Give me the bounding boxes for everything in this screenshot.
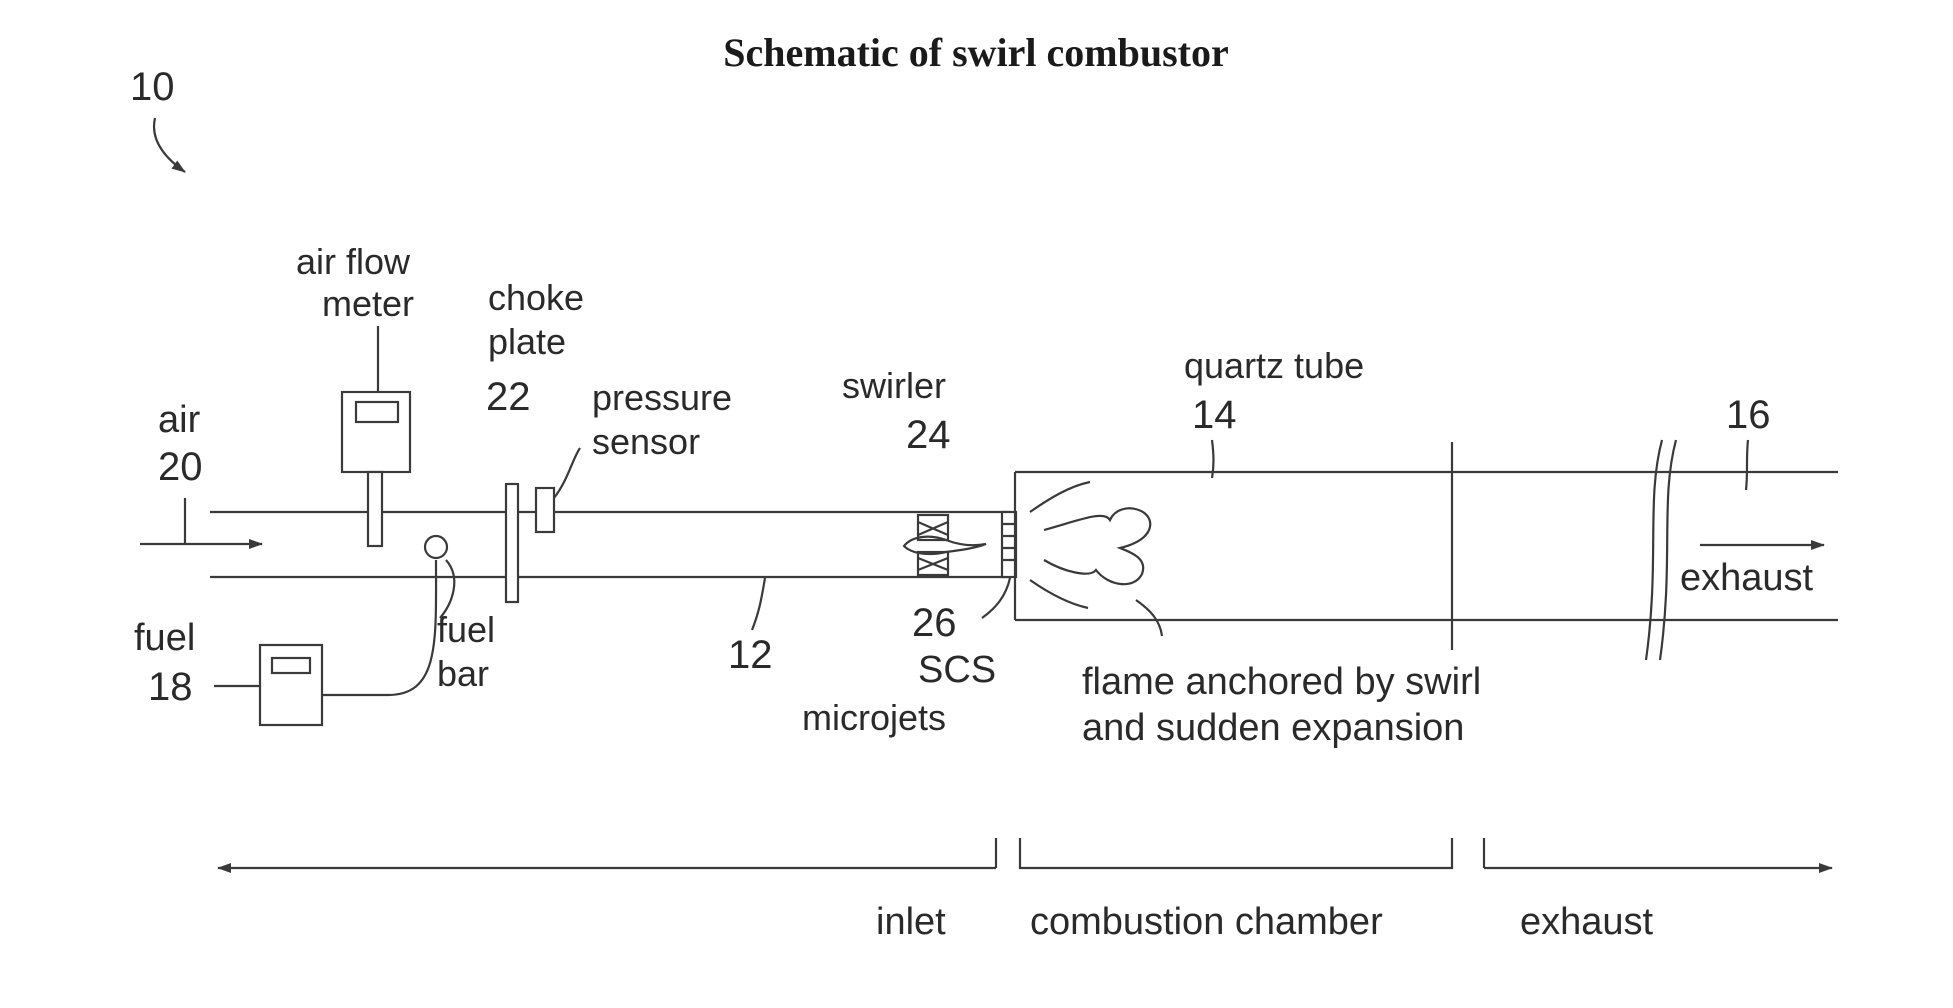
ref-26-leader — [982, 578, 1010, 618]
fuel-label: fuel — [134, 617, 195, 659]
air-flow-meter-label-line2: meter — [322, 283, 414, 324]
fuel-line — [320, 560, 436, 695]
pressure-sensor-leader — [554, 448, 580, 498]
ref-12-leader — [752, 578, 765, 630]
fuel-bar-ring — [425, 536, 447, 558]
ref-12-label: 12 — [728, 633, 773, 677]
scs-label-line1: SCS — [918, 649, 996, 691]
diagram-title: Schematic of swirl combustor — [723, 30, 1228, 75]
ref-24-label: 24 — [906, 413, 951, 457]
pressure-sensor-label-line1: pressure — [592, 377, 732, 418]
combustion-section-bracket — [1020, 838, 1452, 868]
flame-label-line1: flame anchored by swirl — [1082, 661, 1481, 703]
flame-upper-curl — [1030, 482, 1090, 512]
fuel-bar-label-line2: bar — [437, 653, 489, 694]
ref-14-label: 14 — [1192, 393, 1237, 437]
fuel-supply-display — [272, 658, 310, 673]
ref-26-label: 26 — [912, 601, 957, 645]
ref-10-arrow — [154, 118, 185, 172]
pressure-sensor — [536, 488, 554, 532]
choke-plate-label-line2: plate — [488, 321, 566, 362]
ref-10-label: 10 — [130, 65, 175, 109]
ref-14-leader — [1212, 440, 1214, 478]
air-flow-meter-stem — [368, 472, 382, 546]
flame-leader — [1136, 600, 1162, 636]
quartz-tube-label: quartz tube — [1184, 345, 1364, 386]
ref-16-leader — [1746, 440, 1748, 490]
air-label: air — [158, 399, 201, 441]
ref-18-label: 18 — [148, 665, 193, 709]
ref-20-label: 20 — [158, 445, 203, 489]
exhaust-arrow-label: exhaust — [1680, 557, 1814, 599]
inlet-section-label: inlet — [876, 901, 946, 943]
fuel-bar-label-line1: fuel — [437, 609, 495, 650]
ref-22-label: 22 — [486, 375, 531, 419]
ref-16-label: 16 — [1726, 393, 1771, 437]
swirler-hub — [904, 537, 986, 554]
swirler-label: swirler — [842, 365, 946, 406]
scs-label-line2: microjets — [802, 697, 946, 738]
flame-body — [1044, 508, 1150, 584]
flame-lower-curl — [1030, 580, 1088, 608]
choke-plate-label-line1: choke — [488, 277, 584, 318]
flame-label-line2: and sudden expansion — [1082, 707, 1464, 749]
exhaust-section-label: exhaust — [1520, 901, 1654, 943]
air-flow-meter-label-line1: air flow — [296, 241, 411, 282]
pressure-sensor-label-line2: sensor — [592, 421, 700, 462]
air-flow-meter-display — [356, 402, 398, 422]
choke-plate — [506, 484, 518, 602]
combustion-section-label: combustion chamber — [1030, 901, 1383, 943]
